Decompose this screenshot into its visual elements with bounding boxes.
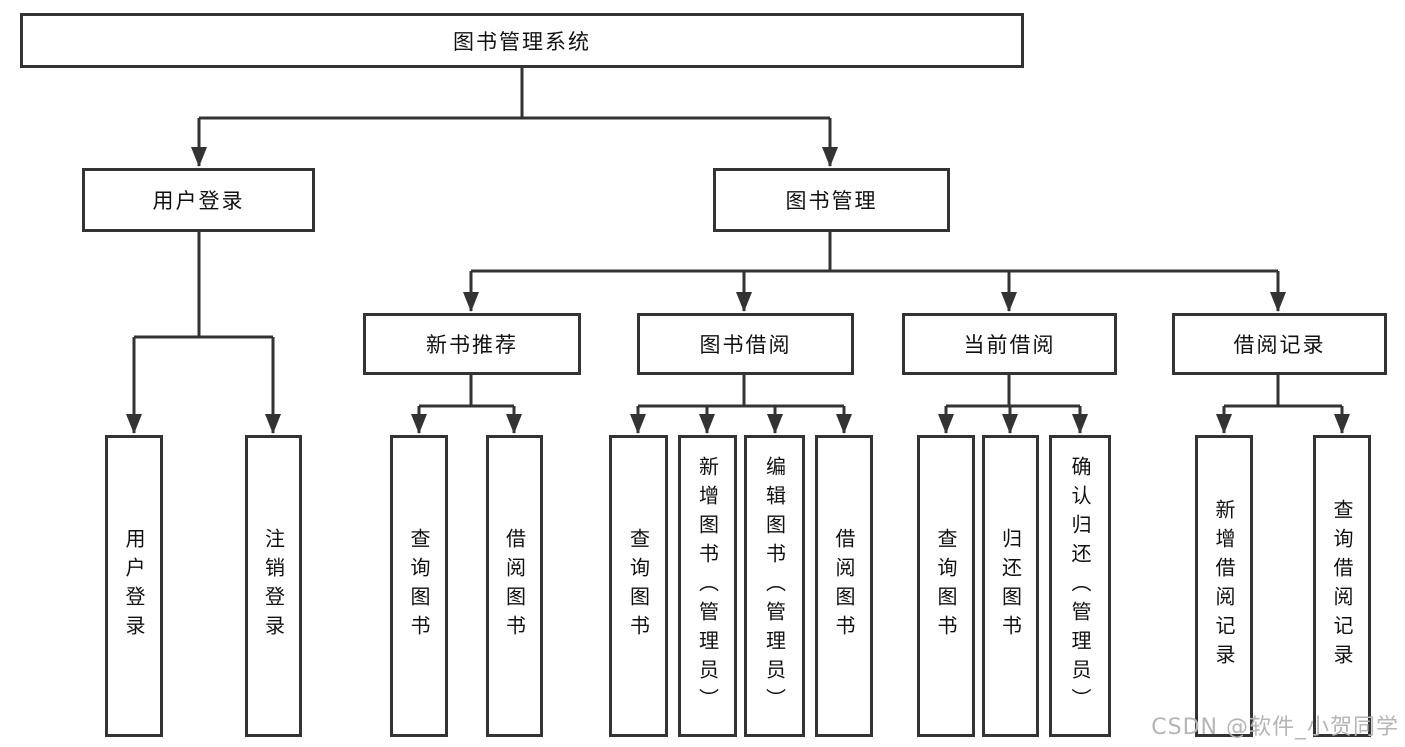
leaf-borrow-books-recommend: 借阅图书 [486, 435, 543, 737]
leaf-query-books-borrow: 查询图书 [609, 435, 668, 737]
leaf-label: 注销登录 [261, 528, 286, 644]
leaf-confirm-return-admin: 确认归还（管理员） [1049, 435, 1111, 737]
leaf-add-borrow-record: 新增借阅记录 [1195, 435, 1253, 737]
node-borrowing-records: 借阅记录 [1172, 313, 1387, 375]
node-current-borrowing: 当前借阅 [902, 313, 1117, 375]
node-label: 新书推荐 [426, 333, 518, 357]
leaf-return-books: 归还图书 [982, 435, 1039, 737]
leaf-label: 查询图书 [407, 528, 431, 644]
leaf-label: 新增借阅记录 [1212, 499, 1236, 673]
leaf-label: 借阅图书 [502, 528, 527, 644]
node-library-management-system: 图书管理系统 [20, 13, 1024, 68]
leaf-logout: 注销登录 [245, 435, 302, 737]
csdn-watermark: CSDN @软件_小贺同学 [1151, 715, 1399, 740]
node-label: 图书管理 [785, 189, 878, 213]
leaf-borrow-books: 借阅图书 [815, 435, 873, 737]
leaf-user-login: 用户登录 [105, 435, 163, 737]
node-label: 用户登录 [152, 189, 245, 213]
leaf-label: 归还图书 [998, 528, 1023, 644]
leaf-add-books-admin: 新增图书（管理员） [678, 435, 737, 737]
leaf-edit-books-admin: 编辑图书（管理员） [744, 435, 805, 737]
leaf-label: 新增图书（管理员） [695, 455, 720, 717]
node-book-borrowing: 图书借阅 [637, 313, 854, 375]
node-book-management: 图书管理 [713, 168, 950, 232]
node-label: 图书借阅 [699, 333, 792, 357]
node-new-book-recommend: 新书推荐 [363, 313, 581, 375]
node-label: 借阅记录 [1233, 333, 1326, 357]
leaf-label: 确认归还（管理员） [1068, 455, 1092, 717]
node-label: 当前借阅 [963, 333, 1056, 357]
leaf-label: 查询图书 [626, 528, 651, 644]
leaf-query-borrow-record: 查询借阅记录 [1313, 435, 1371, 737]
node-user-login: 用户登录 [82, 168, 315, 232]
leaf-label: 编辑图书（管理员） [762, 455, 787, 717]
leaf-query-books-recommend: 查询图书 [390, 435, 448, 737]
leaf-label: 借阅图书 [832, 528, 856, 644]
node-label: 图书管理系统 [453, 29, 591, 54]
leaf-query-books-current: 查询图书 [917, 435, 975, 737]
leaf-label: 查询借阅记录 [1330, 499, 1354, 673]
leaf-label: 用户登录 [122, 528, 146, 644]
leaf-label: 查询图书 [934, 528, 958, 644]
